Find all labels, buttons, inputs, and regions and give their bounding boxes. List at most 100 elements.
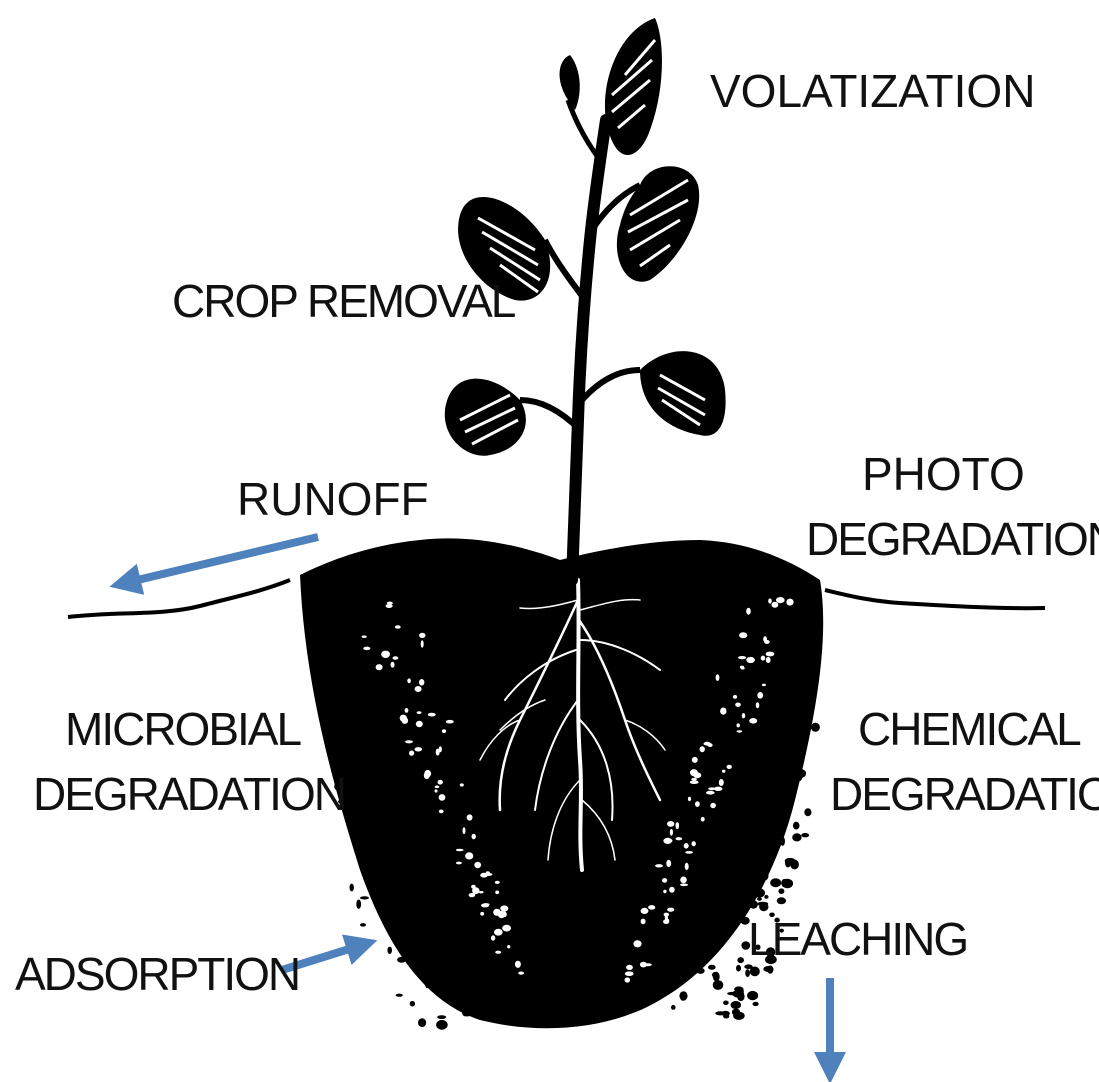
soil-hole — [757, 692, 763, 699]
soil-hole — [665, 916, 668, 919]
soil-hole — [518, 972, 524, 975]
soil-speckle — [727, 667, 731, 675]
soil-hole — [690, 780, 699, 784]
soil-hole — [498, 911, 505, 918]
soil-speckle — [346, 643, 354, 649]
soil-hole — [695, 801, 700, 807]
soil-speckle — [747, 991, 758, 1000]
soil-speckle — [681, 960, 688, 970]
soil-speckle — [751, 811, 761, 814]
soil-speckle — [350, 698, 360, 705]
soil-hole — [428, 713, 436, 717]
soil-speckle — [745, 969, 750, 977]
soil-hole — [669, 887, 675, 893]
soil-speckle — [436, 1020, 448, 1030]
soil-speckle — [715, 1011, 725, 1015]
soil-speckle — [403, 657, 409, 663]
soil-hole — [363, 647, 370, 651]
soil-speckle — [350, 657, 357, 664]
soil-hole — [387, 602, 393, 605]
soil-hole — [692, 757, 698, 763]
soil-hole — [776, 597, 785, 603]
soil-hole — [407, 678, 411, 683]
soil-hole — [738, 656, 746, 659]
soil-speckle — [438, 985, 442, 994]
soil-speckle — [365, 832, 372, 839]
soil-hole — [680, 884, 688, 887]
soil-speckle — [763, 615, 770, 622]
soil-speckle — [387, 947, 392, 954]
soil-speckle — [414, 864, 424, 871]
soil-speckle — [792, 833, 801, 841]
soil-speckle — [411, 604, 420, 610]
soil-hole — [435, 786, 440, 789]
soil-hole — [719, 779, 724, 786]
soil-speckle — [746, 745, 752, 753]
soil-speckle — [366, 726, 374, 734]
soil-speckle — [717, 911, 729, 920]
soil-speckle — [749, 900, 758, 908]
soil-hole — [690, 769, 698, 776]
soil-speckle — [754, 888, 765, 897]
soil-speckle — [443, 991, 448, 997]
soil-speckle — [793, 643, 797, 652]
soil-speckle — [374, 765, 383, 773]
soil-hole — [746, 657, 755, 663]
soil-speckle — [694, 938, 700, 942]
soil-speckle — [707, 603, 715, 607]
soil-speckle — [362, 662, 371, 669]
soil-speckle — [770, 878, 781, 887]
soil-speckle — [744, 842, 748, 850]
soil-speckle — [461, 963, 468, 969]
label-runoff: RUNOFF — [237, 473, 429, 525]
soil-hole — [722, 770, 725, 773]
soil-speckle — [767, 966, 773, 974]
soil-hole — [663, 838, 672, 844]
soil-hole — [625, 977, 631, 982]
soil-speckle — [776, 806, 787, 810]
soil-hole — [409, 751, 414, 756]
soil-hole — [415, 686, 422, 692]
soil-hole — [474, 862, 481, 868]
soil-speckle — [705, 907, 711, 914]
soil-speckle — [387, 822, 396, 825]
soil-hole — [495, 951, 501, 954]
soil-speckle — [407, 777, 411, 786]
soil-speckle — [381, 862, 387, 872]
soil-hole — [714, 787, 723, 791]
soil-hole — [625, 971, 634, 976]
soil-speckle — [420, 973, 431, 981]
soil-hole — [446, 720, 454, 724]
soil-speckle — [414, 890, 421, 899]
soil-speckle — [720, 635, 731, 641]
soil-speckle — [712, 862, 724, 866]
soil-hole — [456, 849, 464, 852]
soil-hole — [376, 664, 383, 670]
soil-speckle — [396, 799, 404, 802]
soil-speckle — [360, 896, 369, 899]
soil-hole — [467, 814, 473, 820]
soil-hole — [480, 912, 484, 916]
soil-hole — [495, 881, 500, 884]
soil-speckle — [778, 788, 787, 795]
soil-speckle — [438, 972, 445, 978]
soil-hole — [456, 862, 462, 865]
soil-hole — [472, 834, 476, 840]
soil-hole — [749, 718, 757, 724]
soil-speckle — [772, 659, 783, 665]
soil-speckle — [773, 726, 782, 733]
soil-speckle — [723, 1001, 729, 1006]
soil-hole — [667, 821, 674, 827]
soil-speckle — [726, 882, 730, 887]
soil-speckle — [447, 940, 455, 949]
soil-speckle — [406, 947, 415, 954]
soil-hole — [393, 656, 399, 660]
soil-hole — [472, 887, 479, 894]
soil-speckle — [713, 980, 724, 990]
soil-hole — [667, 908, 674, 912]
soil-speckle — [397, 861, 404, 868]
label-crop-removal: CROP REMOVAL — [172, 275, 516, 327]
soil-hole — [424, 770, 431, 777]
soil-speckle — [429, 890, 435, 896]
soil-speckle — [462, 1007, 474, 1016]
